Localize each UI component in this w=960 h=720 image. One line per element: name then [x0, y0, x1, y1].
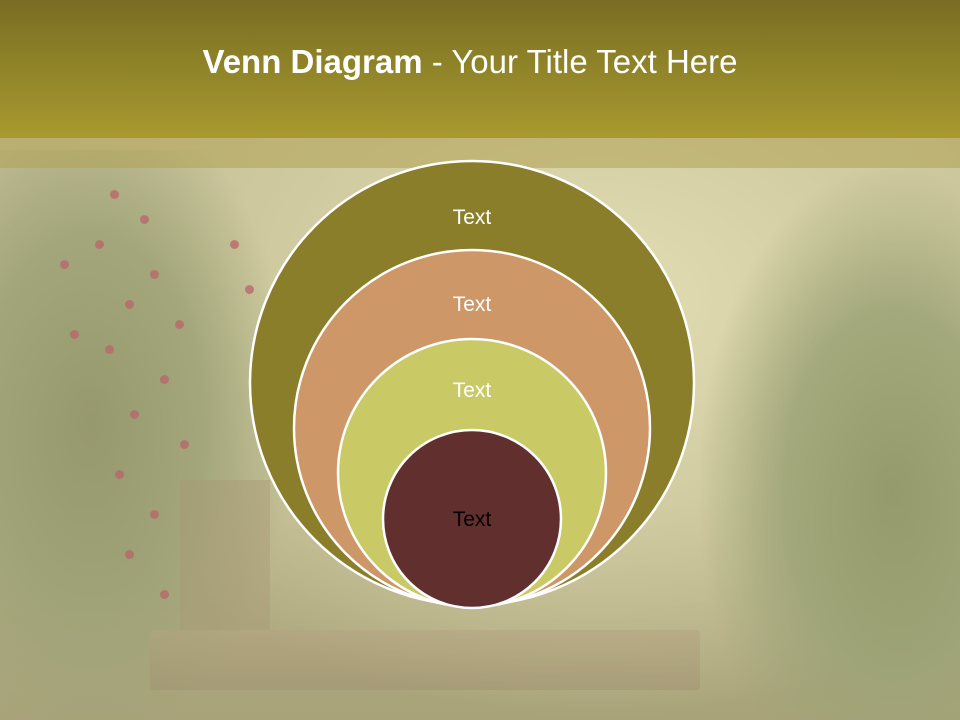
background-bench-back — [180, 480, 270, 630]
circle-label-outer: Text — [453, 206, 492, 229]
circle-inner — [381, 428, 563, 610]
slide-title-rest: - Your Title Text Here — [422, 43, 738, 80]
background-foliage-right — [700, 170, 960, 720]
slide-title: Venn Diagram - Your Title Text Here — [0, 40, 940, 84]
circle-label-third: Text — [453, 379, 492, 402]
title-bar — [0, 0, 960, 138]
background-bench — [150, 630, 700, 690]
background-foliage-left — [0, 150, 290, 720]
slide-title-bold: Venn Diagram — [202, 43, 423, 80]
circle-label-second: Text — [453, 293, 492, 316]
circle-label-inner: Text — [453, 508, 492, 531]
